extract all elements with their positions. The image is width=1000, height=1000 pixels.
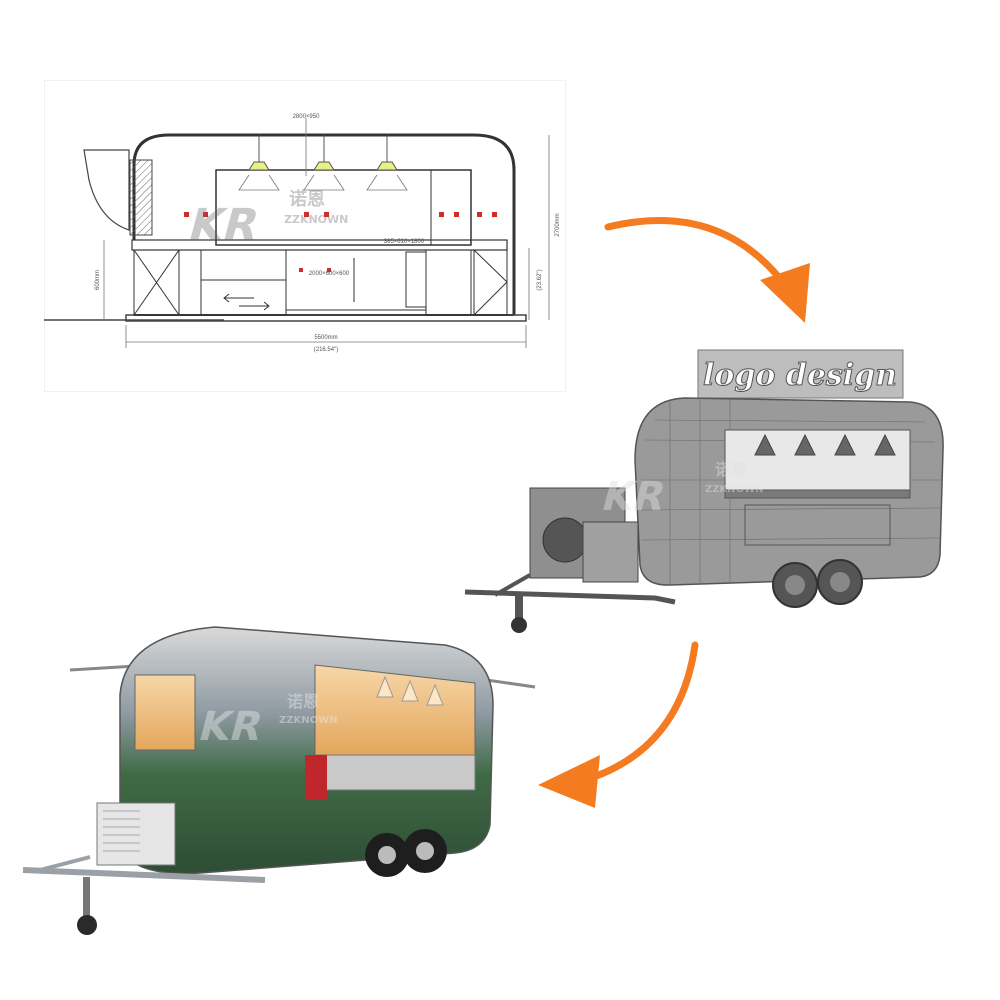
watermark: KR 诺恩 ZZKNOWN	[194, 692, 338, 750]
watermark-chinese: 诺恩	[715, 460, 747, 479]
render-drawing: logo design KR 诺恩	[464, 349, 944, 633]
watermark-chinese: 诺恩	[287, 692, 319, 711]
photo-panel: KR 诺恩 ZZKNOWN	[15, 615, 545, 945]
dim-top-width: 2800×950	[293, 114, 321, 120]
dim-counter-box: 385×610×1800	[384, 239, 425, 245]
watermark-mark: KR	[194, 703, 268, 750]
watermark: KR 诺恩 ZZKNOWN	[183, 188, 348, 251]
watermark-mark: KR	[183, 199, 265, 251]
dim-base-length: 5500mm	[314, 335, 337, 341]
watermark-latin: ZZKNOWN	[279, 715, 338, 726]
render-panel: logo design KR 诺恩	[455, 340, 950, 640]
trailer-photo: KR 诺恩 ZZKNOWN	[22, 626, 536, 935]
dim-base-length-in: (216.54")	[314, 347, 338, 353]
watermark-latin: ZZKNOWN	[705, 484, 764, 495]
dim-left-height: 600mm	[95, 270, 101, 290]
arrow-right-down-icon	[604, 217, 810, 323]
watermark: KR 诺恩 ZZKNOWN	[597, 460, 764, 520]
blueprint-panel: 2800×950 385×610×1800 2000×600×600 5500m…	[44, 80, 566, 392]
sign-text: logo design	[703, 358, 897, 393]
watermark-mark: KR	[597, 473, 671, 520]
watermark-latin: ZZKNOWN	[284, 213, 348, 226]
arrow-left-down-icon	[538, 641, 699, 808]
watermark-chinese: 诺恩	[289, 188, 325, 210]
dim-fridge-box: 2000×600×600	[309, 271, 350, 277]
blueprint-drawing: 2800×950 385×610×1800 2000×600×600 5500m…	[44, 80, 566, 392]
dim-right-height: 2700mm	[555, 213, 561, 236]
dim-right-small: (23.62")	[537, 269, 543, 290]
